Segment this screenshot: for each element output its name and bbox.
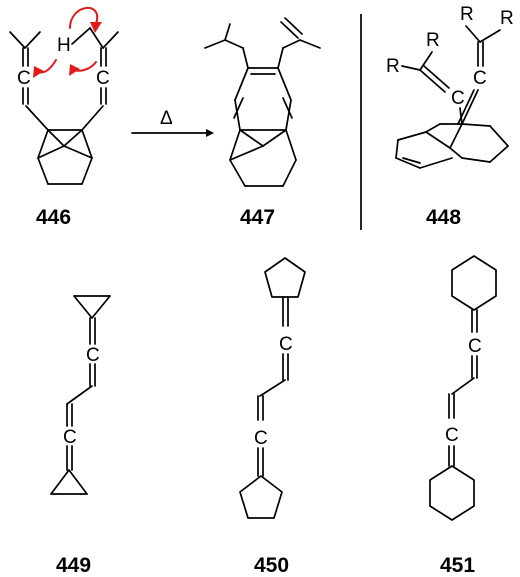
atom-r-448a: R <box>386 56 400 77</box>
atom-c-448b: C <box>473 68 487 89</box>
atom-c-451a: C <box>468 336 482 357</box>
label-451: 451 <box>440 554 475 577</box>
atom-c-450b: C <box>254 428 268 449</box>
atom-r-448d: R <box>500 8 514 29</box>
atom-c-446b: C <box>96 68 110 89</box>
atom-c-450a: C <box>279 334 293 355</box>
atom-c-446a: C <box>17 68 31 89</box>
atom-r-448b: R <box>426 30 440 51</box>
reaction-arrow: Δ <box>131 108 214 137</box>
compound-446: C C H 446 <box>9 7 119 229</box>
atom-c-451b: C <box>445 425 459 446</box>
atom-c-449b: C <box>63 427 77 448</box>
atom-c-449a: C <box>86 345 100 366</box>
label-450: 450 <box>254 554 289 577</box>
atom-c-448a: C <box>451 88 465 109</box>
compound-449: C C 449 <box>50 295 111 577</box>
compound-450: C C 450 <box>239 257 306 577</box>
compound-448: R R R R C C 448 <box>386 4 514 229</box>
electron-pushing-arrows <box>33 7 102 78</box>
atom-h-446: H <box>57 35 71 56</box>
compound-447: 447 <box>204 17 321 229</box>
heat-symbol: Δ <box>160 108 173 129</box>
compound-451: C C 451 <box>429 255 497 577</box>
label-449: 449 <box>56 554 91 577</box>
atom-r-448c: R <box>460 4 474 25</box>
label-448: 448 <box>426 206 461 229</box>
label-446: 446 <box>36 206 71 229</box>
label-447: 447 <box>240 206 275 229</box>
